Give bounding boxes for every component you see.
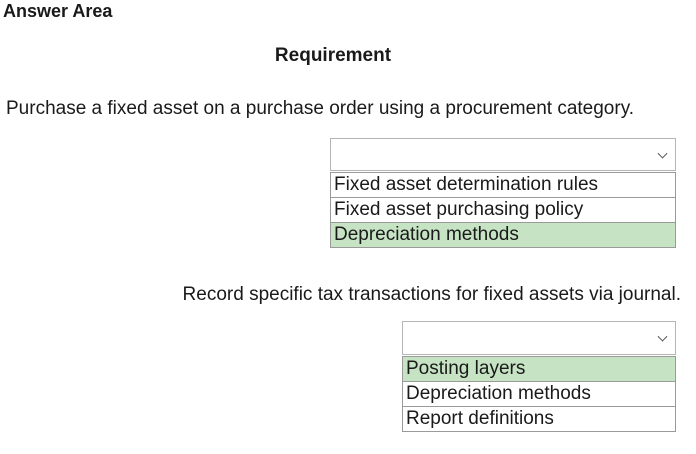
requirement-2-options: Posting layers Depreciation methods Repo…	[402, 356, 676, 432]
requirement-1-dropdown[interactable]	[330, 138, 676, 171]
requirement-1-options: Fixed asset determination rules Fixed as…	[330, 172, 676, 248]
option-report-definitions[interactable]: Report definitions	[402, 406, 676, 432]
option-fixed-asset-purchasing-policy[interactable]: Fixed asset purchasing policy	[330, 197, 676, 223]
option-depreciation-methods[interactable]: Depreciation methods	[402, 381, 676, 407]
requirement-1-text: Purchase a fixed asset on a purchase ord…	[6, 98, 635, 119]
chevron-down-icon[interactable]	[657, 331, 668, 342]
requirement-2-dropdown[interactable]	[402, 321, 676, 355]
option-depreciation-methods-selected[interactable]: Depreciation methods	[330, 222, 676, 248]
option-posting-layers-selected[interactable]: Posting layers	[402, 356, 676, 382]
option-fixed-asset-determination-rules[interactable]: Fixed asset determination rules	[330, 172, 676, 198]
chevron-down-icon[interactable]	[657, 148, 668, 159]
answer-area-title: Answer Area	[3, 1, 113, 21]
requirement-header: Requirement	[274, 45, 392, 66]
requirement-2-text: Record specific tax transactions for fix…	[182, 284, 681, 305]
